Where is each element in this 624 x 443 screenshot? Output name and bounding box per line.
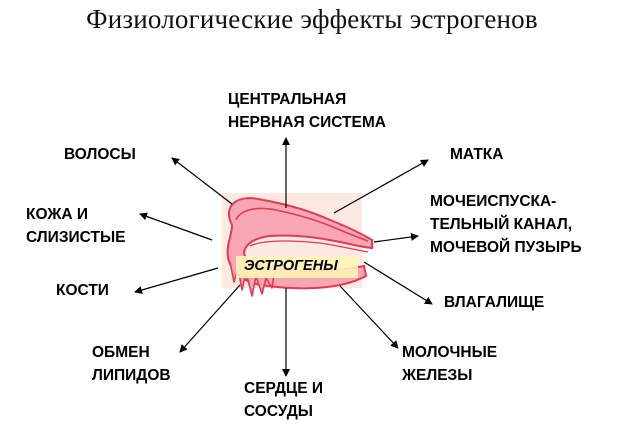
- label-cns: ЦЕНТРАЛЬНАЯ НЕРВНАЯ СИСТЕМА: [228, 91, 386, 131]
- tube-inner: [249, 240, 369, 253]
- label-vagina: ВЛАГАЛИЩЕ: [444, 294, 545, 311]
- arrow-bones: [134, 267, 219, 294]
- label-urinary: МОЧЕИСПУСКА- ТЕЛЬНЫЙ КАНАЛ, МОЧЕВОЙ ПУЗЫ…: [430, 193, 582, 256]
- arrow-skin: [139, 212, 213, 241]
- arrow-urinary: [373, 232, 419, 243]
- estrogen-highlight: [236, 256, 358, 278]
- uterus-body: [226, 197, 373, 290]
- arrow-lipids: [179, 284, 241, 353]
- label-breast: МОЛОЧНЫЕ ЖЕЛЕЗЫ: [402, 344, 498, 384]
- label-lipids: ОБМЕН ЛИПИДОВ: [92, 344, 171, 384]
- label-hair: ВОЛОСЫ: [64, 146, 136, 163]
- label-uterus: МАТКА: [450, 146, 504, 163]
- label-heart: СЕРДЦЕ И СОСУДЫ: [244, 380, 324, 420]
- label-skin: КОЖА И СЛИЗИСТЫЕ: [26, 206, 126, 246]
- diagram-title: Физиологические эффекты эстрогенов: [86, 4, 538, 34]
- arrow-breast: [339, 285, 399, 349]
- estrogen-label: ЭСТРОГЕНЫ: [244, 258, 338, 274]
- uterus-cavity: [235, 207, 369, 242]
- arrow-hair: [171, 157, 233, 205]
- uterus-illustration: [226, 197, 373, 297]
- label-bones: КОСТИ: [56, 282, 109, 299]
- arrow-vagina: [363, 261, 433, 305]
- arrow-uterus: [333, 159, 429, 214]
